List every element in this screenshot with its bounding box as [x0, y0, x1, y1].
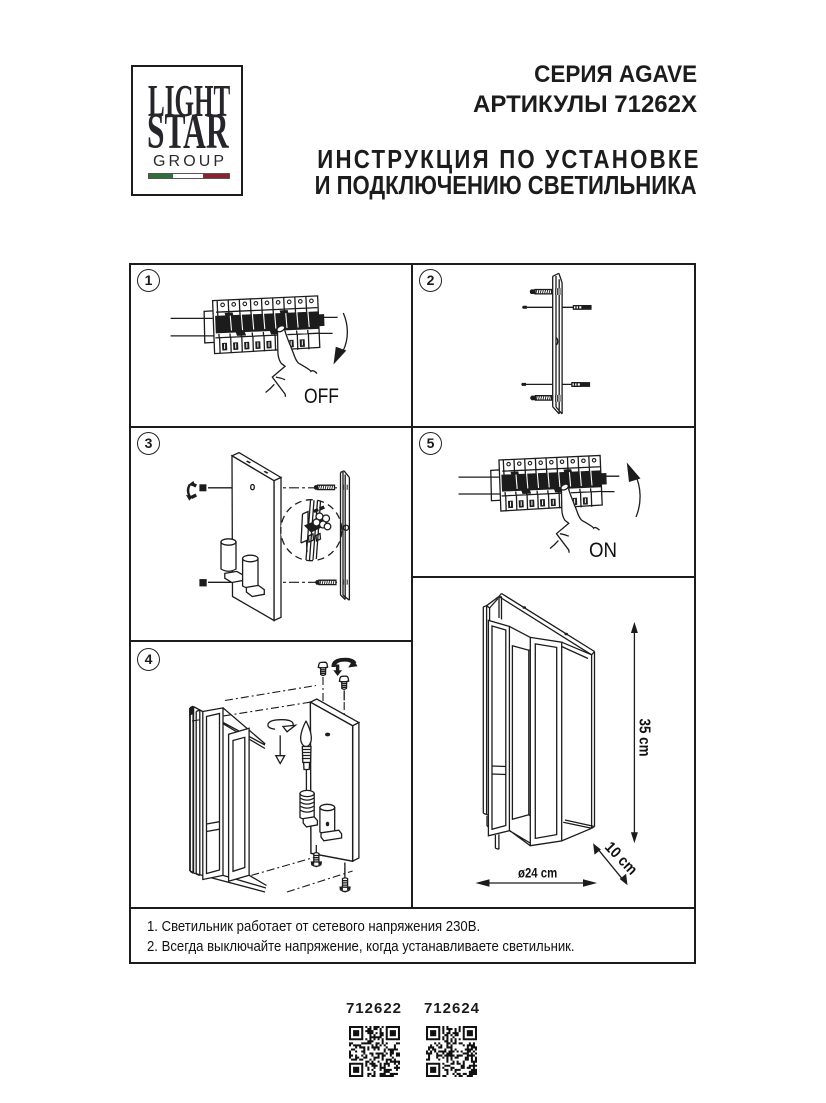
- svg-text:OFF: OFF: [304, 384, 339, 408]
- svg-text:ON: ON: [589, 538, 617, 562]
- svg-text:35 cm: 35 cm: [636, 719, 653, 757]
- svg-text:10 cm: 10 cm: [601, 839, 640, 879]
- svg-text:ø24 cm: ø24 cm: [518, 866, 557, 881]
